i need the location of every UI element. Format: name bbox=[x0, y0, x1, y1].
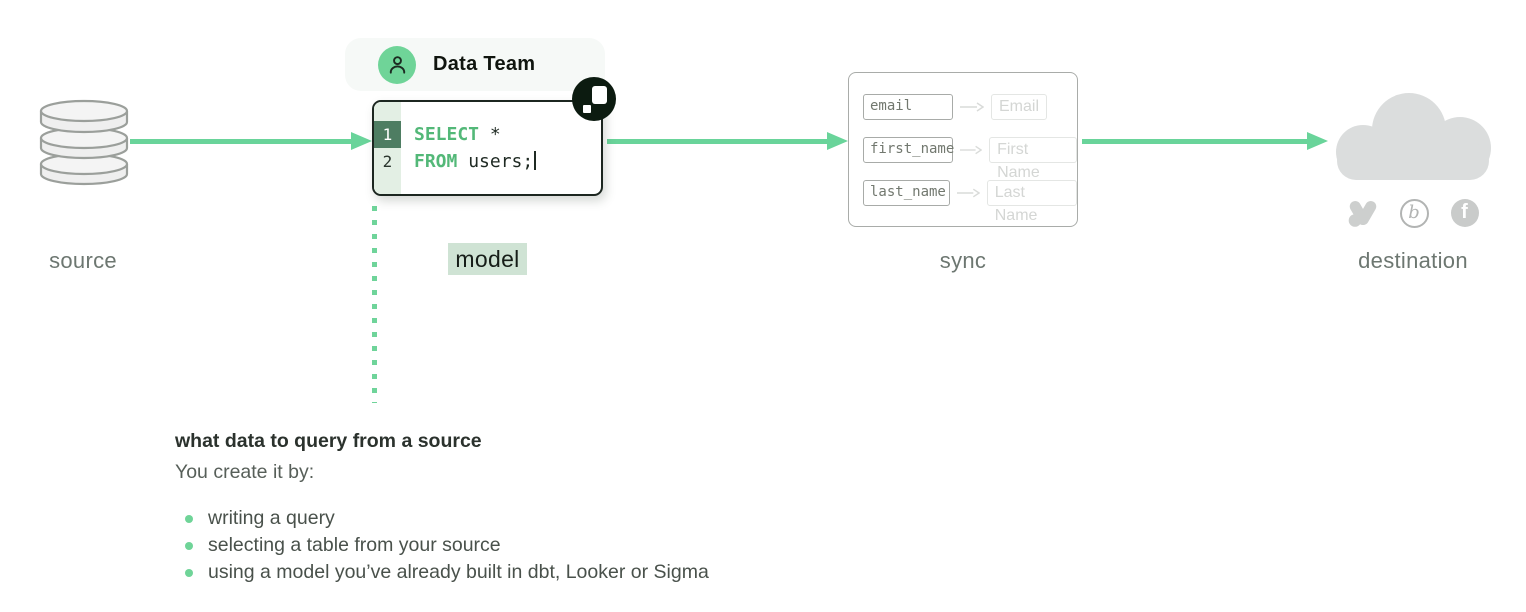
google-ads-icon bbox=[1348, 201, 1376, 227]
person-icon bbox=[389, 56, 405, 74]
stage-label-destination: destination bbox=[1358, 248, 1468, 273]
mapping-row: email Email bbox=[863, 94, 1077, 120]
sql-keyword: SELECT bbox=[414, 124, 480, 145]
source-field: last_name bbox=[863, 180, 950, 206]
dotted-connector bbox=[372, 206, 377, 403]
bullet-icon bbox=[185, 568, 193, 577]
hightouch-logo-icon bbox=[572, 77, 616, 121]
avatar bbox=[378, 45, 416, 84]
sql-code: SELECT * FROM users; bbox=[401, 102, 537, 194]
sql-editor: 1 2 SELECT * FROM users; bbox=[372, 100, 603, 196]
destination-field: Email bbox=[991, 94, 1048, 120]
mapping-arrow-icon bbox=[960, 145, 983, 155]
bullet-text: writing a query bbox=[208, 507, 335, 529]
sql-text: users; bbox=[457, 151, 534, 172]
destination-field: First Name bbox=[989, 137, 1077, 181]
line-number: 2 bbox=[382, 152, 393, 171]
source-field: first_name bbox=[863, 137, 954, 163]
destination-logos: b f bbox=[1333, 198, 1493, 228]
line-number: 1 bbox=[374, 121, 401, 148]
notes-block: what data to query from a source You cre… bbox=[175, 430, 709, 586]
line-number-gutter: 1 2 bbox=[374, 102, 401, 194]
stage-label-model: model bbox=[372, 243, 603, 275]
mapping-row: first_name First Name bbox=[863, 137, 1077, 181]
data-team-badge: Data Team bbox=[345, 38, 605, 91]
sql-text: * bbox=[479, 124, 501, 145]
bullet-text: selecting a table from your source bbox=[208, 534, 501, 556]
sync-mapping-panel: email Email first_name First Name last_n… bbox=[848, 72, 1078, 227]
cloud-icon bbox=[1336, 93, 1491, 180]
notes-subheading: You create it by: bbox=[175, 461, 315, 483]
notes-heading: what data to query from a source bbox=[175, 430, 482, 452]
sql-keyword: FROM bbox=[414, 151, 458, 172]
code-line: SELECT * bbox=[414, 121, 536, 148]
text-cursor bbox=[534, 151, 537, 170]
stage-label-sync: sync bbox=[939, 248, 987, 273]
mapping-row: last_name Last Name bbox=[863, 180, 1077, 224]
model-highlight: model bbox=[448, 243, 527, 275]
bullet-icon bbox=[185, 514, 193, 523]
stage-label-source: source bbox=[49, 248, 117, 273]
badge-label: Data Team bbox=[433, 53, 536, 75]
list-item: writing a query bbox=[185, 505, 709, 532]
mapping-arrow-icon bbox=[960, 102, 984, 112]
bullet-icon bbox=[185, 541, 193, 550]
braze-icon: b bbox=[1399, 198, 1429, 228]
code-line: FROM users; bbox=[414, 148, 537, 175]
braze-glyph: b bbox=[1408, 201, 1420, 223]
mapping-arrow-icon bbox=[956, 188, 980, 198]
bullet-text: using a model you’ve already built in db… bbox=[208, 561, 709, 583]
facebook-glyph: f bbox=[1461, 201, 1468, 223]
facebook-icon: f bbox=[1450, 199, 1479, 227]
notes-list: writing a query selecting a table from y… bbox=[175, 505, 709, 586]
arrow-source-to-model bbox=[130, 132, 372, 150]
list-item: selecting a table from your source bbox=[185, 532, 709, 559]
source-field: email bbox=[863, 94, 953, 120]
list-item: using a model you’ve already built in db… bbox=[185, 559, 709, 586]
arrow-sync-to-destination bbox=[1082, 132, 1328, 150]
database-icon bbox=[39, 99, 129, 186]
arrow-model-to-sync bbox=[607, 132, 848, 150]
destination-field: Last Name bbox=[986, 180, 1077, 224]
